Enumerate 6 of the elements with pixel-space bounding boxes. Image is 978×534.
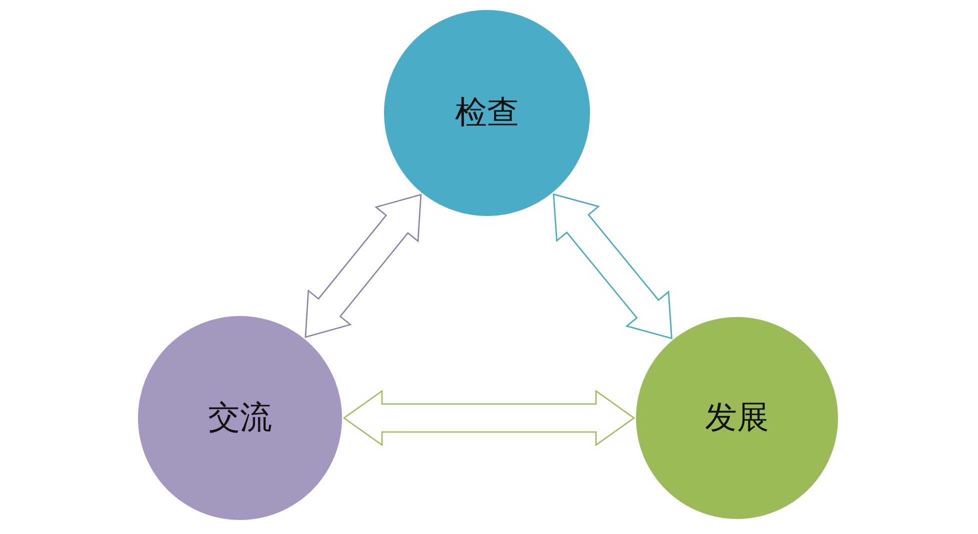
double-block-arrow xyxy=(342,390,636,446)
double-block-arrow xyxy=(552,193,672,340)
node-label: 检查 xyxy=(455,92,519,133)
double-block-arrow xyxy=(304,194,422,338)
node-label: 交流 xyxy=(208,397,272,438)
node-label: 发展 xyxy=(705,397,769,438)
